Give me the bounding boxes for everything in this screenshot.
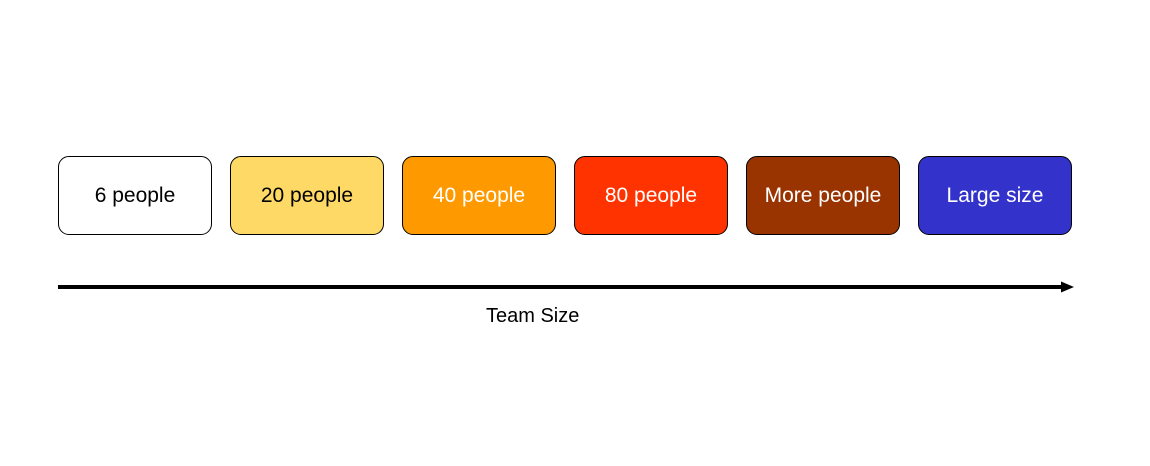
- box-label: Large size: [946, 183, 1044, 207]
- box-6-people: 6 people: [58, 156, 212, 235]
- box-40-people: 40 people: [402, 156, 556, 235]
- box-label: 80 people: [604, 183, 698, 207]
- box-80-people: 80 people: [574, 156, 728, 235]
- box-more-people: More people: [746, 156, 900, 235]
- team-size-arrow: [58, 281, 1074, 293]
- box-label: 6 people: [94, 183, 176, 207]
- box-label: 20 people: [260, 183, 354, 207]
- box-label: 40 people: [432, 183, 526, 207]
- box-20-people: 20 people: [230, 156, 384, 235]
- axis-label: Team Size: [486, 305, 580, 327]
- box-label: More people: [764, 183, 882, 207]
- arrow-head: [1061, 281, 1074, 293]
- box-large-size: Large size: [918, 156, 1072, 235]
